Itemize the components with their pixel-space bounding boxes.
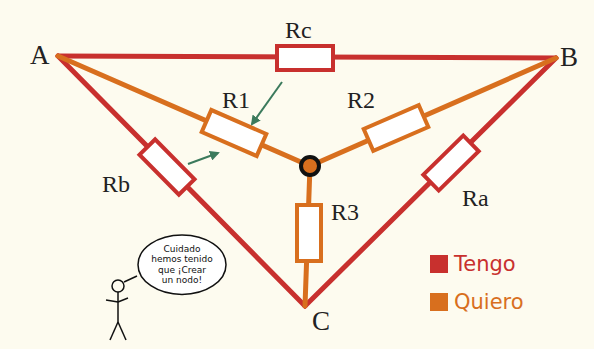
resistor-label: Rc [285, 18, 312, 42]
legend-text: Quiero [454, 290, 524, 314]
legend-entry: Tengo [430, 252, 516, 276]
resistor-label: R2 [347, 88, 375, 112]
stick-figure [106, 276, 137, 340]
legend-entry: Quiero [430, 290, 524, 314]
bubble-ellipse [138, 235, 226, 294]
resistor-symbol [202, 105, 429, 261]
legend-swatch [430, 293, 448, 311]
terminal-label: B [560, 44, 578, 71]
speech-bubble: Cuidado hemos tenido que ¡Crear un nodo! [137, 234, 227, 295]
legend-swatch [430, 255, 448, 273]
resistor-label: R1 [222, 88, 250, 112]
resistor-label: Rb [102, 172, 130, 196]
legend-text: Tengo [454, 252, 516, 276]
pointer-arrow [188, 82, 282, 164]
resistor-label: R3 [331, 200, 359, 224]
star-node [301, 157, 319, 175]
resistor-label: Ra [462, 186, 489, 210]
resistor-symbol [139, 46, 478, 195]
terminal-label: C [312, 308, 330, 335]
delta-wires [58, 56, 556, 306]
bubble-text: Cuidado hemos tenido que ¡Crear un nodo! [151, 244, 213, 285]
terminal-label: A [30, 42, 50, 69]
star-wires [58, 56, 556, 306]
